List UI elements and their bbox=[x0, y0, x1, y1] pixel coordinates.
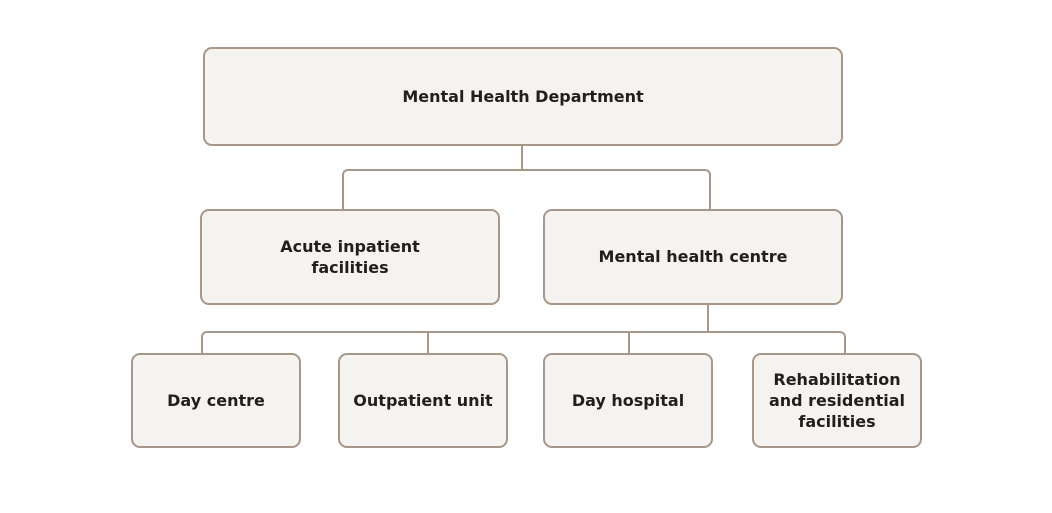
connector-root-to-acute bbox=[342, 169, 523, 209]
connector-mhc-to-outpatient-unit bbox=[427, 331, 429, 354]
node-day-hospital: Day hospital bbox=[543, 353, 713, 448]
connector-mhc-to-rehabilitation bbox=[707, 331, 846, 354]
node-outpatient-unit: Outpatient unit bbox=[338, 353, 508, 448]
node-rehabilitation-and-residential-facilities: Rehabilitation and residential facilitie… bbox=[752, 353, 922, 448]
connector-root-stem bbox=[521, 145, 523, 171]
node-mental-health-department: Mental Health Department bbox=[203, 47, 843, 146]
connector-mhc-stem bbox=[707, 303, 709, 333]
connector-mhc-to-day-hospital bbox=[628, 331, 630, 354]
connector-root-to-mental-health-centre bbox=[521, 169, 711, 209]
node-day-centre: Day centre bbox=[131, 353, 301, 448]
connector-mhc-to-day-centre bbox=[201, 331, 709, 354]
node-acute-inpatient-facilities: Acute inpatient facilities bbox=[200, 209, 500, 305]
node-mental-health-centre: Mental health centre bbox=[543, 209, 843, 305]
